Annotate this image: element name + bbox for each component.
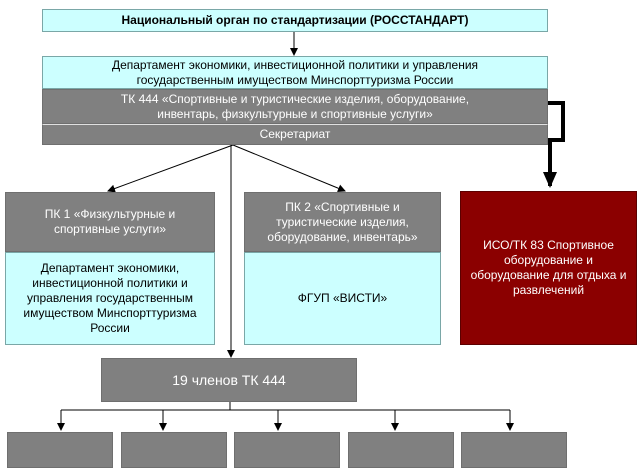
- member-box-4: [348, 432, 454, 468]
- tk444-committee-box: ТК 444 «Спортивные и туристические издел…: [42, 89, 548, 124]
- iso-tc83-box: ИСО/ТК 83 Спортивное оборудование и обор…: [460, 191, 637, 345]
- pk2-title-box: ПК 2 «Спортивные и туристические изделия…: [244, 192, 441, 252]
- members-box: 19 членов ТК 444: [101, 358, 357, 402]
- member-box-1: [7, 432, 113, 468]
- secretariat-box: Секретариат: [42, 124, 548, 145]
- tk444-department-box: Департамент экономики, инвестиционной по…: [42, 56, 548, 89]
- pk2-org-label: ФГУП «ВИСТИ»: [297, 291, 388, 305]
- pk1-org-label: Департамент экономики, инвестиционной по…: [23, 261, 197, 335]
- member-box-3: [234, 432, 340, 468]
- rosstandart-box: Национальный орган по стандартизации (РО…: [42, 9, 548, 32]
- tk444-committee-label: ТК 444 «Спортивные и туристические издел…: [120, 91, 470, 121]
- connector-tk-to-pk2: [232, 144, 346, 193]
- iso-tc83-label: ИСО/ТК 83 Спортивное оборудование и обор…: [470, 238, 627, 297]
- pk1-title-box: ПК 1 «Физкультурные и спортивные услуги»: [5, 192, 215, 252]
- rosstandart-label: Национальный орган по стандартизации (РО…: [121, 13, 469, 27]
- pk1-org-box: Департамент экономики, инвестиционной по…: [5, 252, 215, 345]
- member-box-5: [461, 432, 567, 468]
- member-box-2: [121, 432, 227, 468]
- secretariat-label: Секретариат: [259, 127, 331, 141]
- connector-tk-to-iso: [543, 101, 565, 188]
- pk2-title-label: ПК 2 «Спортивные и туристические изделия…: [267, 199, 418, 244]
- tk444-department-label: Департамент экономики, инвестиционной по…: [111, 57, 479, 87]
- pk2-org-box: ФГУП «ВИСТИ»: [244, 252, 441, 345]
- connector-tk-to-pk1: [107, 144, 234, 193]
- pk1-title-label: ПК 1 «Физкультурные и спортивные услуги»: [44, 207, 176, 236]
- members-label: 19 членов ТК 444: [172, 371, 286, 388]
